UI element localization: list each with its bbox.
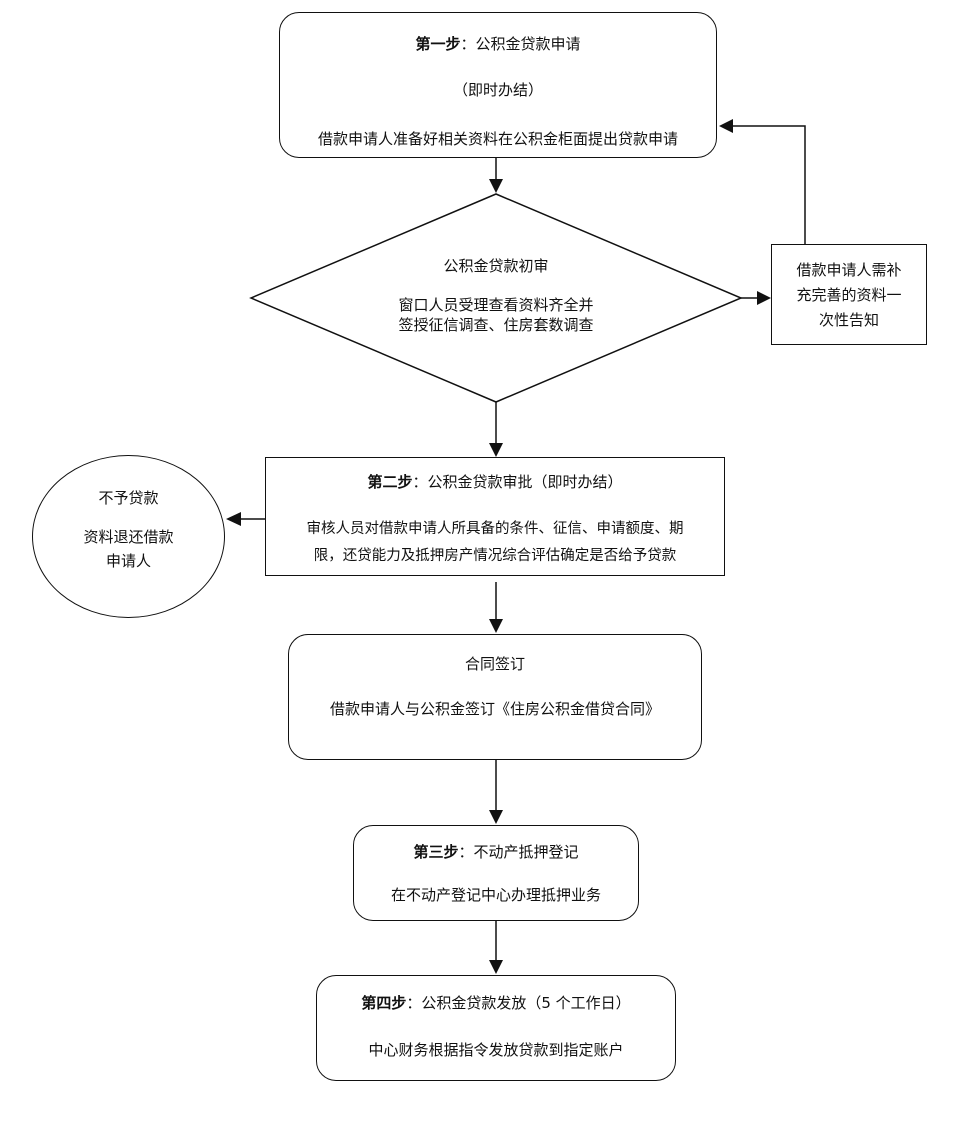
arrow-review-to-supplement-head: [757, 291, 771, 305]
step4-box: 第四步：公积金贷款发放（5 个工作日） 中心财务根据指令发放贷款到指定账户: [316, 975, 676, 1081]
arrow-step1-to-review-head: [489, 179, 503, 193]
step2-title: 第二步：公积金贷款审批（即时办结）: [266, 472, 724, 492]
step1-title: 第一步：公积金贷款申请: [280, 34, 716, 54]
step1-title-text: ：公积金贷款申请: [460, 35, 581, 53]
arrow-review-to-step2-head: [489, 443, 503, 457]
reject-line2: 资料退还借款: [83, 528, 174, 546]
step4-title-label: 第四步: [361, 994, 407, 1012]
arrow-step2-to-reject-head: [226, 512, 241, 526]
step2-box: 第二步：公积金贷款审批（即时办结） 审核人员对借款申请人所具备的条件、征信、申请…: [265, 457, 725, 576]
step2-desc-line2: 限，还贷能力及抵押房产情况综合评估确定是否给予贷款: [313, 548, 677, 564]
step1-title-label: 第一步: [415, 35, 461, 53]
step3-box: 第三步：不动产抵押登记 在不动产登记中心办理抵押业务: [353, 825, 639, 921]
reject-line3: 申请人: [105, 552, 151, 570]
arrow-supplement-to-step1: [733, 125, 806, 244]
step1-note: （即时办结）: [452, 81, 543, 99]
step1-description: 借款申请人准备好相关资料在公积金柜面提出贷款申请: [317, 130, 678, 148]
supplement-line1: 借款申请人需补: [796, 261, 902, 279]
step3-description: 在不动产登记中心办理抵押业务: [390, 886, 601, 904]
step4-title: 第四步：公积金贷款发放（5 个工作日）: [317, 993, 675, 1013]
supplement-line3: 次性告知: [818, 311, 879, 329]
step3-title-text: ：不动产抵押登记: [458, 843, 579, 861]
supplement-notice-box: 借款申请人需补 充完善的资料一 次性告知: [771, 244, 927, 345]
step2-title-text: ：公积金贷款审批（即时办结）: [412, 473, 623, 491]
step3-title-label: 第三步: [413, 843, 459, 861]
initial-review-title: 公积金贷款初审: [443, 257, 549, 275]
step3-title: 第三步：不动产抵押登记: [354, 842, 638, 862]
arrow-step2-to-contract-head: [489, 619, 503, 633]
step4-description: 中心财务根据指令发放贷款到指定账户: [368, 1041, 624, 1059]
step1-box: 第一步：公积金贷款申请 （即时办结） 借款申请人准备好相关资料在公积金柜面提出贷…: [279, 12, 717, 158]
initial-review-desc-line1: 窗口人员受理查看资料齐全并: [398, 296, 594, 314]
arrow-step3-to-step4-head: [489, 960, 503, 974]
initial-review-desc-line2: 签授征信调查、住房套数调查: [398, 316, 594, 334]
step2-desc-line1: 审核人员对借款申请人所具备的条件、征信、申请额度、期: [306, 521, 684, 537]
step4-title-text: ：公积金贷款发放（5 个工作日）: [406, 994, 631, 1012]
supplement-line2: 充完善的资料一: [796, 286, 902, 304]
arrow-supplement-to-step1-head: [719, 119, 733, 133]
reject-ellipse: 不予贷款 资料退还借款 申请人: [32, 455, 225, 618]
step2-title-label: 第二步: [367, 473, 413, 491]
reject-line1: 不予贷款: [98, 489, 159, 507]
contract-description: 借款申请人与公积金签订《住房公积金借贷合同》: [329, 700, 660, 718]
arrow-contract-to-step3-head: [489, 810, 503, 824]
contract-title: 合同签订: [464, 655, 525, 673]
contract-box: 合同签订 借款申请人与公积金签订《住房公积金借贷合同》: [288, 634, 702, 760]
initial-review-text: 公积金贷款初审 窗口人员受理查看资料齐全并 签授征信调查、住房套数调查: [346, 256, 646, 335]
